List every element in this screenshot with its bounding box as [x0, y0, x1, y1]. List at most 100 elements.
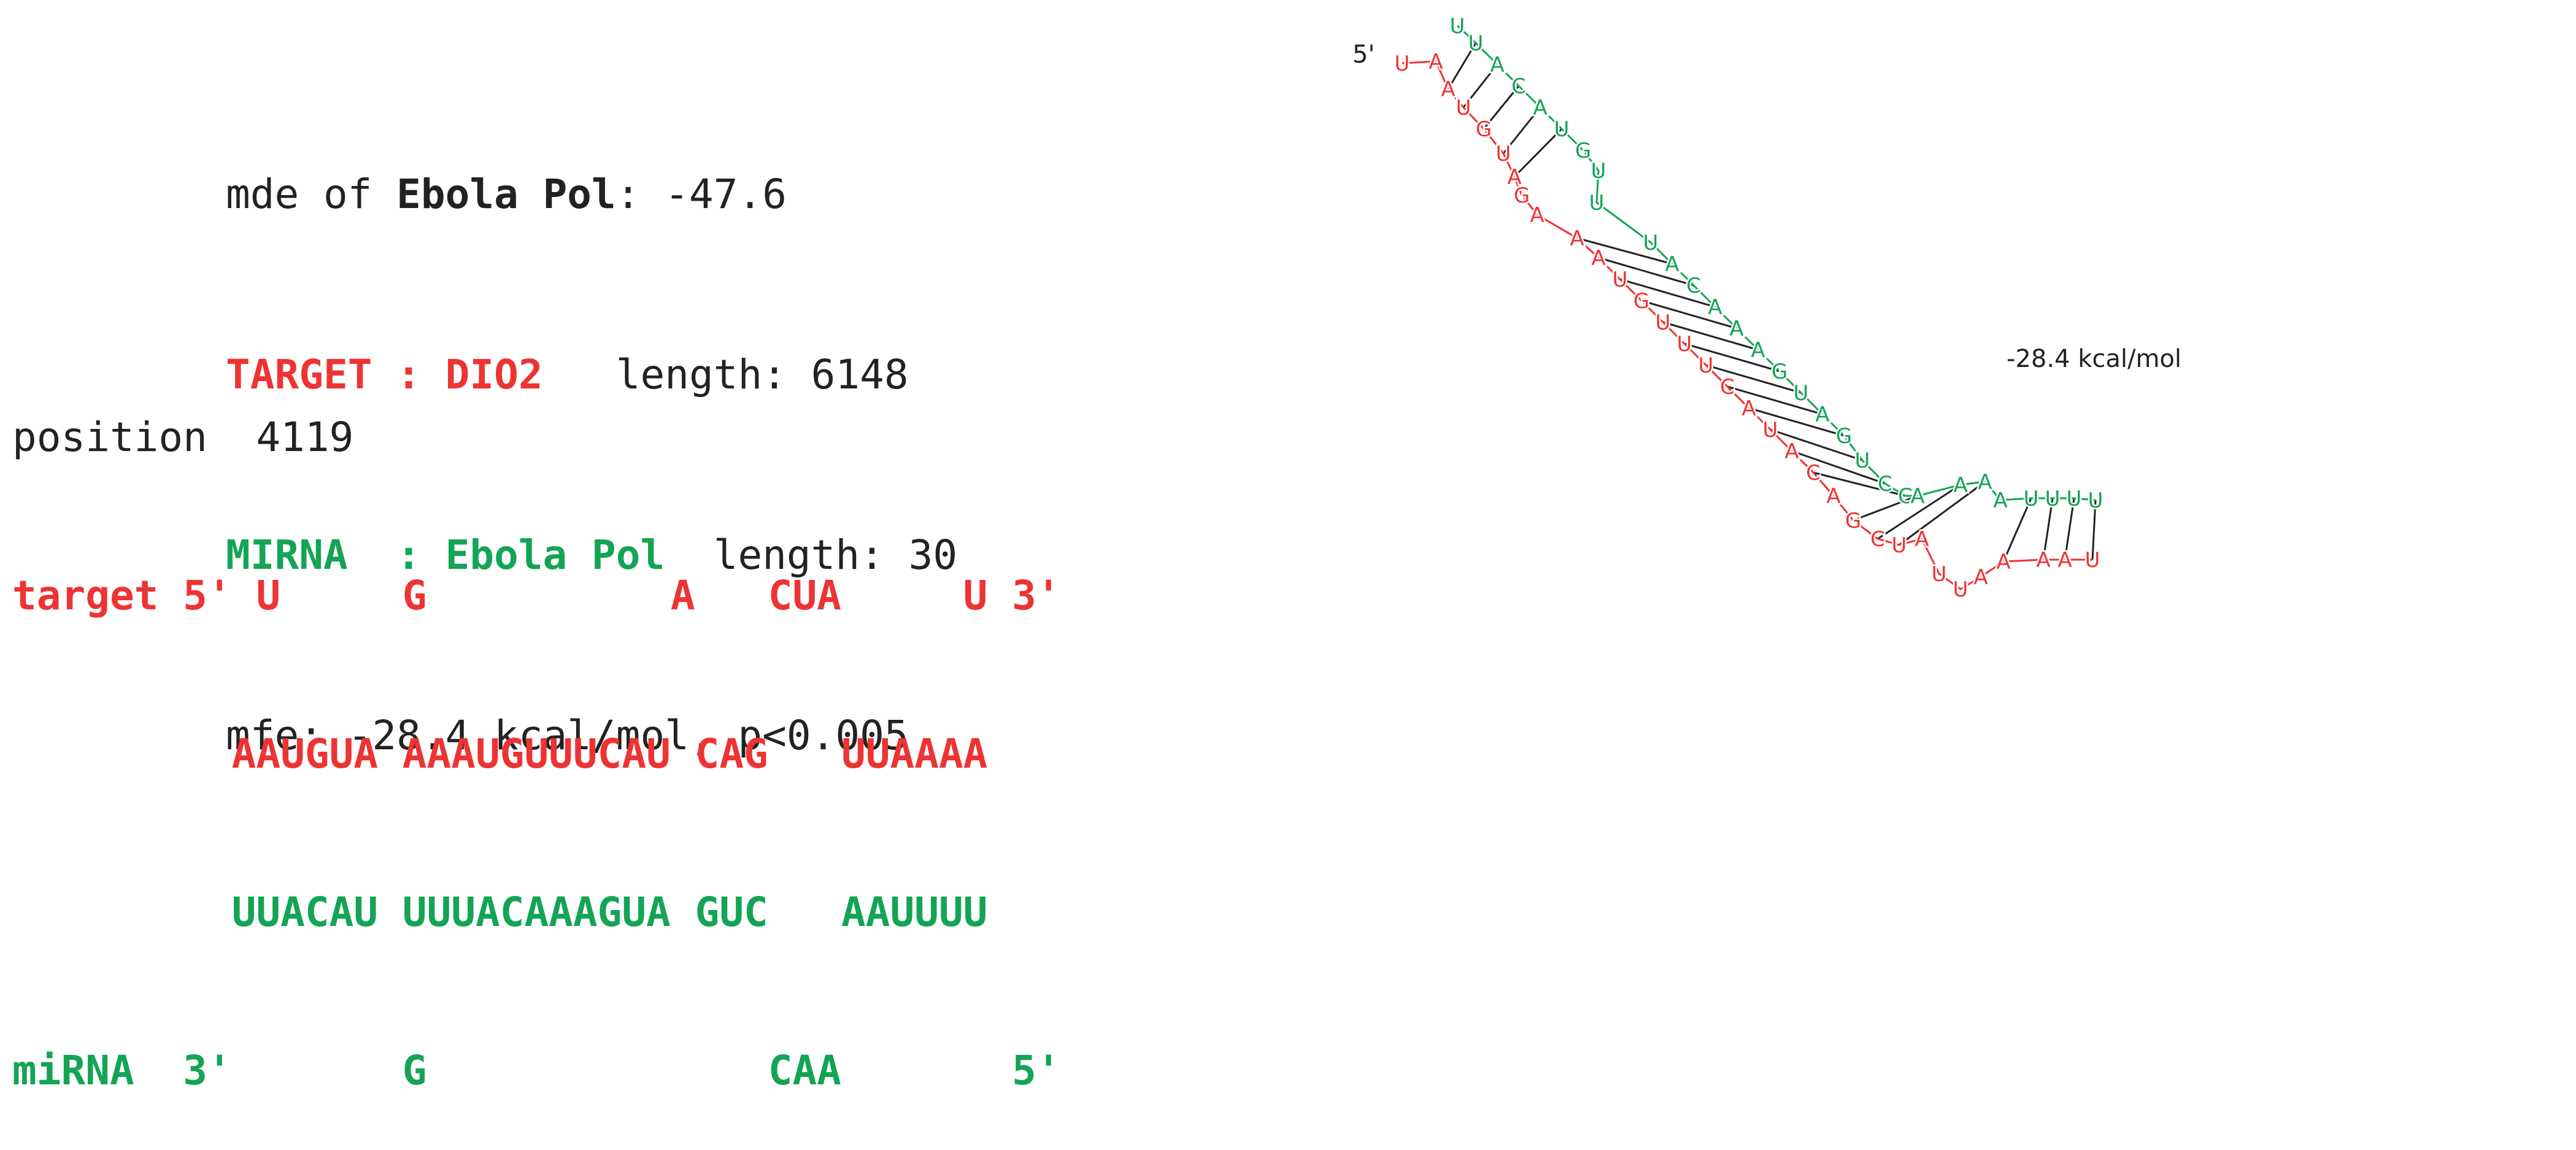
mirna-base: A	[1533, 96, 1547, 120]
mirna-paired-line: UUACAU UUUACAAAGUA GUC AAUUUU	[12, 889, 988, 936]
base-pair-bond	[1770, 428, 1863, 461]
mirna-base: A	[1978, 470, 1992, 495]
base-pair-bond	[1641, 299, 1737, 330]
base-pair-bond	[1483, 85, 1520, 129]
mirna-base: U	[1589, 191, 1605, 215]
base-pair-bond	[1684, 342, 1780, 372]
base-pair-bond	[1447, 42, 1477, 90]
target-base: U	[1456, 96, 1471, 120]
mirna-info-line: MIRNA : Ebola Pol length: 30	[226, 525, 957, 585]
target-base: A	[1441, 77, 1455, 102]
target-base: A	[1507, 165, 1521, 190]
mirna-base: A	[1751, 338, 1765, 363]
target-base: U	[2085, 548, 2100, 573]
base-pair-bond	[1791, 450, 1886, 485]
target-base: U	[1699, 353, 1714, 378]
base-pair-bond	[2091, 500, 2097, 560]
base-pair-bonds	[1447, 42, 2097, 562]
mde-prefix: mde of	[226, 171, 397, 218]
base-pair-bond	[1662, 321, 1759, 351]
target-base: A	[1784, 439, 1799, 464]
target-base: A	[1530, 203, 1544, 228]
target-length: length: 6148	[542, 351, 909, 398]
base-pair-bond	[1576, 237, 1673, 265]
base-pair-bond	[1748, 407, 1845, 437]
mirna-base: U	[2067, 487, 2082, 511]
base-pair-bond	[2002, 498, 2032, 562]
base-pair-bond	[1705, 364, 1802, 394]
base-pair-bond	[2042, 498, 2054, 560]
mirna-backbone	[1456, 25, 2096, 501]
target-base: A	[2057, 548, 2072, 573]
mirna-base: G	[1772, 360, 1787, 384]
base-pair-bond	[1813, 471, 1906, 497]
target-base: A	[1973, 565, 1988, 590]
base-pair-bond	[1899, 480, 1986, 546]
mirna-base: A	[1665, 252, 1679, 277]
target-label: TARGET : DIO2	[226, 351, 543, 398]
target-base: C	[1720, 375, 1735, 399]
target-base: G	[1633, 289, 1649, 314]
base-pair-bond	[1619, 278, 1716, 308]
alignment-block: position 4119 target 5' U G A CUA U 3' A…	[12, 306, 1061, 1150]
mirna-label: MIRNA : Ebola Pol	[226, 531, 665, 579]
mirna-base: C	[1511, 74, 1526, 99]
target-paired-line: AAUGUA AAAUGUUUCAU CAG UUAAAA	[12, 730, 988, 778]
mirna-base: G	[1836, 424, 1852, 449]
mirna-unpaired-line: miRNA 3' G CAA 5'	[12, 1047, 1061, 1094]
mirna-base: U	[1643, 231, 1659, 255]
base-pair-bond	[1877, 484, 1961, 540]
mirna-base: U	[2088, 488, 2104, 513]
base-pair-bond	[2064, 498, 2075, 560]
target-base: U	[1656, 311, 1671, 335]
target-base: U	[1953, 577, 1969, 602]
position-line: position 4119	[12, 414, 354, 461]
mirna-base: A	[1953, 473, 1967, 498]
target-base: U	[1892, 533, 1907, 558]
mirna-length: length: 30	[665, 531, 958, 579]
mde-name: Ebola Pol	[396, 171, 616, 218]
mde-value: : -47.6	[615, 171, 787, 218]
mirna-base: C	[1898, 484, 1913, 509]
target-backbone	[1402, 60, 2092, 590]
target-base: U	[1677, 332, 1692, 357]
target-base: C	[1806, 461, 1821, 485]
energy-label: -28.4 kcal/mol	[2007, 345, 2181, 373]
mde-line: mde of Ebola Pol: -47.6	[226, 164, 957, 225]
mirna-base: A	[1708, 295, 1722, 320]
mirna-base: A	[1993, 488, 2007, 513]
target-base: G	[1476, 117, 1492, 142]
target-base: A	[1826, 484, 1840, 509]
mirna-base: U	[1554, 117, 1570, 142]
mirna-base: A	[1729, 317, 1743, 341]
target-base: A	[1591, 246, 1605, 271]
target-base: A	[1915, 527, 1929, 552]
base-pair-bond	[1462, 64, 1498, 108]
target-base: U	[1496, 142, 1511, 166]
base-pair-bond	[1598, 257, 1694, 287]
mirna-base: C	[1686, 274, 1701, 298]
base-pair-bond	[1727, 385, 1823, 415]
mirna-base: G	[1575, 139, 1591, 163]
mirna-base: U	[1855, 449, 1870, 473]
target-base: U	[1763, 418, 1778, 442]
mirna-base: A	[1910, 484, 1924, 509]
target-base: A	[1429, 50, 1443, 74]
mirna-base: U	[1468, 31, 1484, 56]
target-base: U	[1613, 268, 1628, 292]
mirna-base: U	[2045, 487, 2061, 511]
mirna-base: U	[2024, 487, 2039, 511]
base-pair-bond	[1853, 495, 1918, 522]
target-base: U	[1932, 562, 1947, 587]
mirna-base: U	[1794, 381, 1809, 406]
mirna-base: A	[1815, 403, 1829, 427]
target-info-line: TARGET : DIO2 length: 6148	[226, 345, 957, 405]
target-base: G	[1845, 509, 1861, 533]
target-base: C	[1870, 527, 1885, 552]
five-prime-label: 5'	[1352, 41, 1375, 69]
base-pair-bond	[1502, 107, 1541, 154]
target-base: A	[1996, 550, 2010, 574]
mirna-base: C	[1878, 472, 1892, 496]
